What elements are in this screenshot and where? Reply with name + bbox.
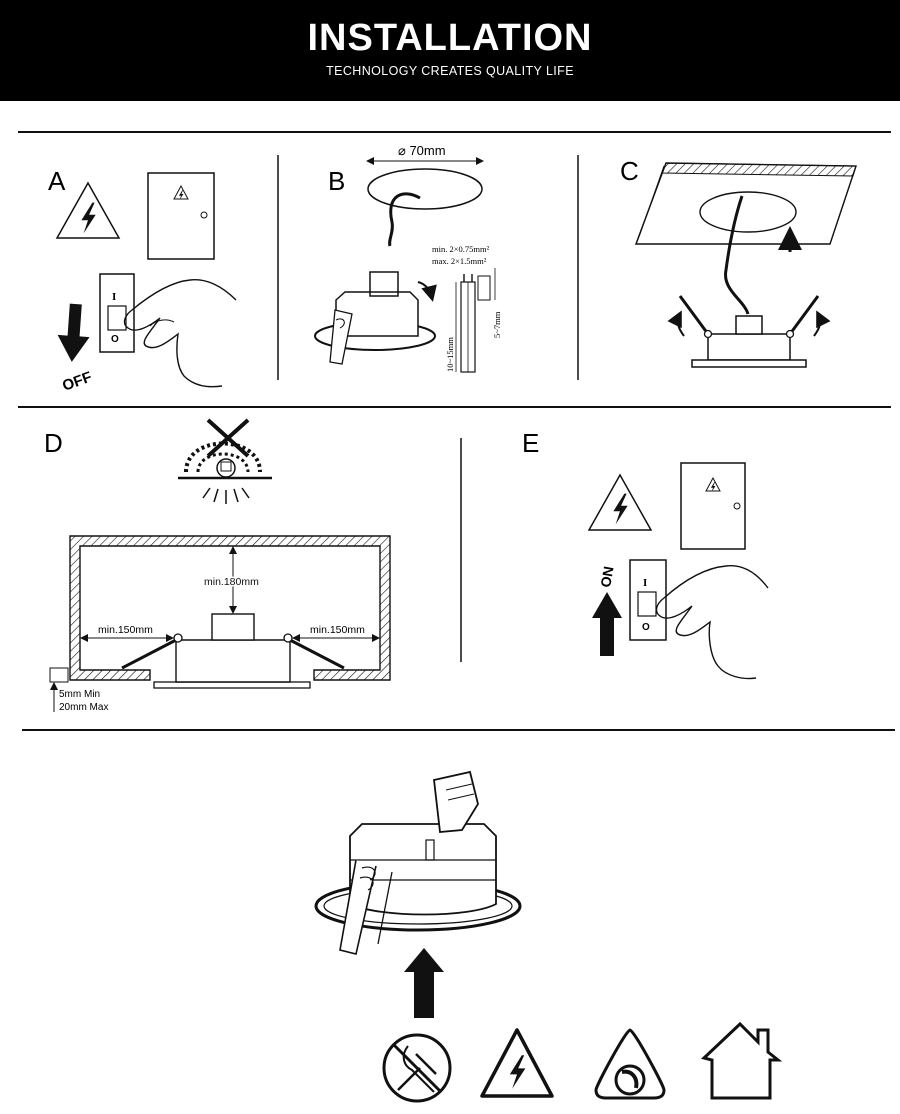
ceiling-board-icon	[634, 162, 857, 245]
dimmable-icon	[594, 1028, 666, 1100]
no-food-icon	[382, 1033, 452, 1103]
up-arrow-icon	[592, 592, 622, 656]
fuse-box-icon	[147, 172, 215, 260]
electric-hazard-icon	[480, 1028, 554, 1098]
page-subtitle: TECHNOLOGY CREATES QUALITY LIFE	[326, 64, 574, 78]
wire-min-spec: min. 2×0.75mm²	[432, 244, 490, 254]
on-label: ON	[597, 565, 616, 588]
switch-off-mark: O	[111, 334, 119, 345]
step-a-letter: A	[48, 166, 66, 196]
page-title: INSTALLATION	[307, 17, 593, 59]
clearance-right-label: min.150mm	[310, 624, 365, 636]
down-arrow-icon	[57, 303, 90, 362]
switch-on-mark: I	[643, 577, 647, 589]
off-label: OFF	[60, 369, 94, 395]
switch-off-mark: O	[642, 622, 650, 633]
push-up-arrow-icon	[404, 948, 444, 1018]
cable-icon	[388, 192, 421, 247]
step-d-letter: D	[44, 428, 63, 458]
final-fixture-illustration	[314, 770, 522, 955]
warning-triangle-icon	[587, 473, 653, 531]
ceiling-cavity-diagram	[69, 535, 391, 689]
hand-icon	[655, 565, 769, 680]
ceiling-thickness-max-label: 20mm Max	[59, 702, 108, 713]
rotate-arrow-icon	[417, 281, 437, 302]
hand-icon	[123, 279, 237, 388]
warning-triangle-icon	[55, 181, 121, 239]
header-bar: INSTALLATION TECHNOLOGY CREATES QUALITY …	[0, 0, 900, 101]
wire-max-spec: max. 2×1.5mm²	[432, 256, 487, 266]
downlight-fixture-icon	[678, 295, 820, 368]
step-c-panel: C	[620, 156, 857, 368]
clearance-left-label: min.150mm	[98, 624, 153, 636]
diameter-label: ⌀ 70mm	[398, 143, 446, 158]
step-c-letter: C	[620, 156, 639, 186]
switch-on-mark: I	[112, 291, 116, 303]
step-e-panel: E I O ON	[522, 428, 769, 680]
downlight-fixture-icon	[314, 271, 436, 365]
step-b-letter: B	[328, 166, 345, 196]
stripped-wire-icon: 10~15mm 5~7mm	[445, 268, 502, 373]
wall-switch-icon: I O	[629, 559, 667, 641]
clearance-top-label: min.180mm	[204, 576, 259, 588]
step-d-panel: D min.180mm	[44, 418, 391, 713]
wire-spec-text: min. 2×0.75mm² max. 2×1.5mm²	[432, 244, 490, 266]
strip-length-inner: 5~7mm	[492, 311, 502, 338]
fuse-box-icon	[680, 462, 746, 550]
step-b-panel: B ⌀ 70mm min. 2×0.75mm² max. 2×1.5mm² 10…	[314, 143, 502, 373]
cable-icon	[724, 195, 750, 315]
step-a-panel: A I O OFF	[48, 166, 237, 395]
spring-clip-arrow-left-icon	[667, 310, 685, 337]
strip-length-outer: 10~15mm	[445, 337, 455, 372]
ceiling-thickness-min-label: 5mm Min	[59, 689, 100, 700]
spring-clip-arrow-right-icon	[813, 310, 831, 337]
ceiling-hole-icon	[367, 168, 483, 210]
no-insulation-cover-icon	[178, 418, 272, 504]
step-e-letter: E	[522, 428, 539, 458]
indoor-use-icon	[700, 1021, 783, 1100]
